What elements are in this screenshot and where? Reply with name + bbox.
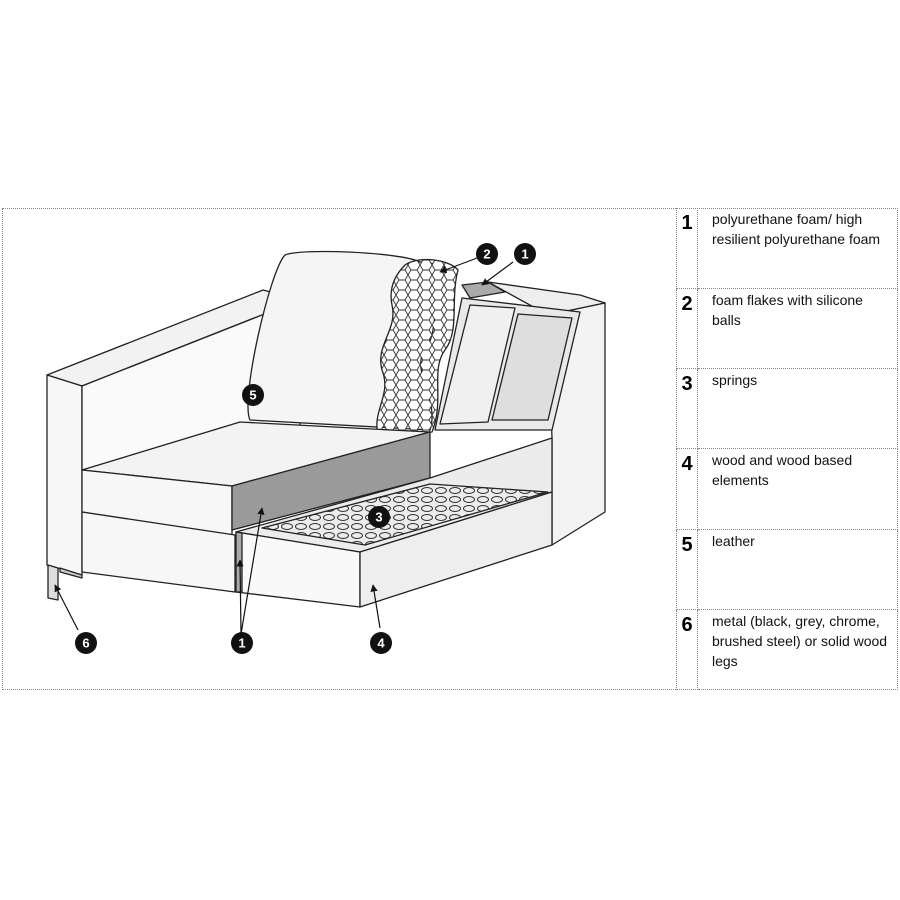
svg-text:5: 5 (249, 388, 256, 403)
legend-text: springs (698, 369, 898, 449)
left-leg (48, 565, 58, 600)
svg-text:6: 6 (82, 636, 89, 651)
legend-number: 3 (677, 369, 698, 449)
svg-text:2: 2 (483, 247, 490, 262)
svg-text:4: 4 (377, 636, 385, 651)
left-armrest-front (47, 375, 82, 575)
legend-text: wood and wood based elements (698, 449, 898, 529)
legend-text: polyurethane foam/ high resilient polyur… (698, 208, 898, 288)
base-foam-strip (236, 532, 242, 592)
callout-6: 6 (75, 632, 97, 654)
legend-row: 4 wood and wood based elements (677, 449, 898, 529)
legend-number: 5 (677, 529, 698, 609)
legend-number: 2 (677, 288, 698, 368)
sofa-drawing (47, 251, 605, 607)
callout-5: 5 (242, 384, 264, 406)
callout-3: 3 (368, 506, 390, 528)
callout-1-bottom: 1 (231, 632, 253, 654)
callout-2: 2 (476, 243, 498, 265)
callout-4: 4 (370, 632, 392, 654)
svg-text:1: 1 (238, 636, 245, 651)
svg-text:3: 3 (375, 510, 382, 525)
sofa-diagram: 2 1 5 3 6 1 4 (0, 208, 676, 690)
svg-text:1: 1 (521, 247, 528, 262)
legend-number: 6 (677, 609, 698, 689)
legend-number: 4 (677, 449, 698, 529)
legend-number: 1 (677, 208, 698, 288)
callout-1-top: 1 (514, 243, 536, 265)
legend-text: metal (black, grey, chrome, brushed stee… (698, 609, 898, 689)
legend-text: leather (698, 529, 898, 609)
legend-text: foam flakes with silicone balls (698, 288, 898, 368)
